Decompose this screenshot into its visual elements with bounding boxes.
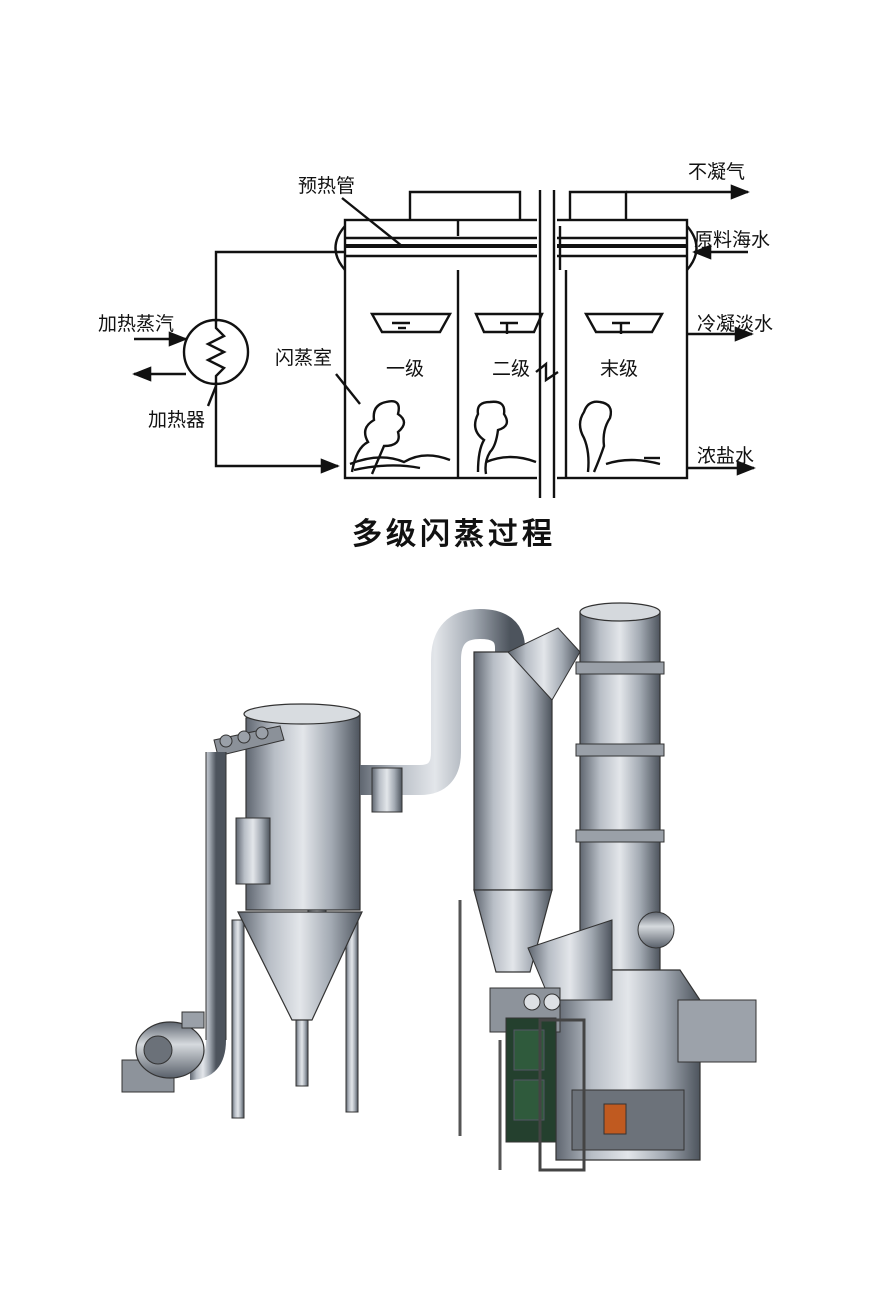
gas-header-right xyxy=(568,190,628,220)
label-noncondensable-gas: 不凝气 xyxy=(688,161,745,183)
viewport xyxy=(603,1103,627,1135)
break-gap xyxy=(537,170,557,500)
tower-ring-1 xyxy=(575,661,665,675)
break-mark xyxy=(535,361,559,383)
label-raw-seawater: 原料海水 xyxy=(694,229,770,251)
hot-air-inlet-duct xyxy=(677,999,757,1063)
preheat-leader xyxy=(341,197,403,247)
label-preheat-tube: 预热管 xyxy=(298,175,355,197)
flash-vapor-1 xyxy=(349,400,451,475)
diagram-caption: 多级闪蒸过程 xyxy=(352,517,556,552)
label-heater: 加热器 xyxy=(148,409,205,431)
bag-filter-hopper xyxy=(237,911,363,1021)
bag-filter-top xyxy=(243,703,361,725)
base-panel xyxy=(571,1089,685,1151)
vessel-outline xyxy=(343,218,689,480)
feeder-frame xyxy=(538,1018,586,1172)
flash-dryer-illustration xyxy=(121,602,757,1172)
duct-flange xyxy=(371,767,403,813)
label-stage-second: 二级 xyxy=(492,358,530,380)
feeder-hopper xyxy=(527,919,613,1001)
fan-icon xyxy=(121,1011,205,1093)
schematic: 预热管 不凝气 原料海水 加热蒸汽 闪蒸室 冷凝淡水 加热器 一级 二级 末级 … xyxy=(98,161,773,552)
flash-vapor-last xyxy=(578,400,661,473)
tray-stage-2 xyxy=(474,312,544,334)
heater-feed-line xyxy=(214,250,345,322)
label-stage-last: 末级 xyxy=(600,358,638,380)
tower-ring-3 xyxy=(575,829,665,843)
filter-legs xyxy=(231,897,359,1119)
flash-vapor-2 xyxy=(473,400,537,475)
tower-ring-2 xyxy=(575,743,665,757)
label-condensed-freshwater: 冷凝淡水 xyxy=(697,313,773,335)
heater-return-line xyxy=(214,382,340,474)
heater-coil xyxy=(205,320,227,384)
heater-leader xyxy=(206,385,218,407)
label-flash-chamber: 闪蒸室 xyxy=(275,347,332,369)
tube-cap-left xyxy=(334,225,346,271)
gas-header-left xyxy=(408,190,522,220)
label-stage-first: 一级 xyxy=(386,358,424,380)
flash-chamber-leader xyxy=(335,373,361,405)
crossover-duct xyxy=(360,608,525,795)
inlet-port xyxy=(637,911,675,949)
tray-stage-1 xyxy=(369,312,453,334)
label-brine: 浓盐水 xyxy=(697,445,754,467)
label-heating-steam: 加热蒸汽 xyxy=(98,313,174,335)
bag-filter-door xyxy=(235,817,271,885)
tray-stage-last xyxy=(583,312,665,334)
